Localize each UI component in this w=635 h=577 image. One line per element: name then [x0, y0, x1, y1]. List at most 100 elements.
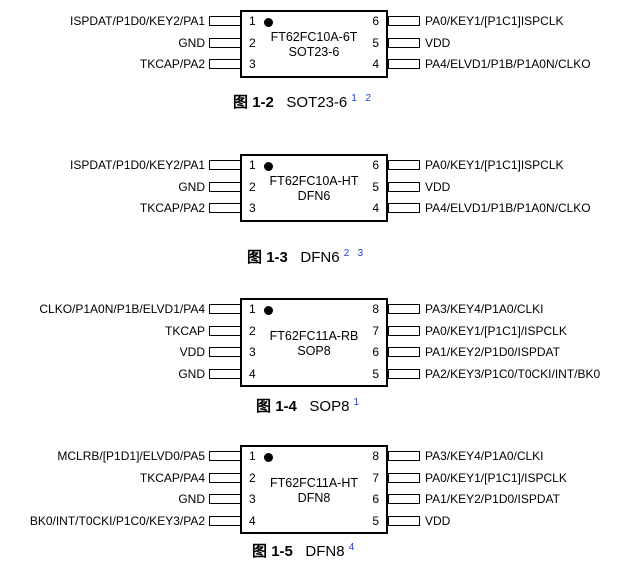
pin-number: 2: [249, 323, 256, 338]
figure-caption: 图 1-4 SOP8 1: [256, 397, 359, 416]
pin-number: 5: [372, 513, 379, 528]
pin1-dot-icon: [264, 162, 273, 171]
figure-number: 1-2: [252, 94, 274, 111]
pin-lead: [388, 325, 420, 336]
figure-title: DFN8: [305, 543, 345, 560]
pin-number: 7: [372, 323, 379, 338]
pin-label: TKCAP/PA2: [139, 201, 205, 215]
pin-number: 6: [372, 345, 379, 359]
pin-lead: [388, 59, 420, 69]
part-number: FT62FC11A-RB: [269, 328, 359, 343]
footnote-reference[interactable]: 2: [343, 248, 350, 259]
pin-lead: [209, 347, 241, 357]
pin-label: VDD: [425, 35, 451, 50]
pin-number: 8: [372, 302, 379, 316]
pin-label: VDD: [425, 179, 451, 194]
pin-lead: [209, 451, 241, 461]
pin-lead: [209, 181, 241, 192]
pin-label: PA4/ELVD1/P1B/P1A0N/CLKO: [425, 57, 591, 71]
pin-label: BK0/INT/T0CKI/P1C0/KEY3/PA2: [29, 513, 205, 528]
pin-lead: [388, 181, 420, 192]
figure-caption: 图 1-5 DFN8 4: [252, 542, 354, 561]
pin-lead: [209, 472, 241, 483]
figure-prefix: 图: [256, 397, 272, 415]
pin-label: PA0/KEY1/[P1C1]ISPCLK: [425, 14, 564, 28]
pin-lead: [209, 368, 241, 379]
footnote-reference[interactable]: 4: [348, 542, 355, 553]
pin-number: 5: [372, 179, 379, 194]
figure-caption: 图 1-3 DFN6 2 3: [247, 248, 363, 267]
pin-label: GND: [178, 492, 205, 506]
figure-number: 1-4: [275, 398, 297, 415]
pin-number: 6: [372, 158, 379, 172]
pin-label: GND: [178, 366, 205, 381]
figure-caption: 图 1-2 SOT23-6 1 2: [233, 93, 371, 112]
pin-label: TKCAP/PA2: [139, 57, 205, 71]
pin-label: PA0/KEY1/[P1C1]ISPCLK: [425, 158, 564, 172]
pin-lead: [388, 347, 420, 357]
pin-label: MCLRB/[P1D1]/ELVD0/PA5: [57, 449, 205, 463]
pin-number: 4: [372, 201, 379, 215]
figure-title: SOT23-6: [286, 94, 348, 111]
pin-label: GND: [178, 35, 205, 50]
pin-label: PA0/KEY1/[P1C1]/ISPCLK: [425, 470, 567, 485]
pin-lead: [209, 16, 241, 26]
footnote-reference[interactable]: 2: [365, 93, 371, 104]
footnote-reference[interactable]: 1: [353, 397, 360, 408]
package-name: SOT23-6: [288, 44, 340, 59]
pin-lead: [388, 203, 420, 213]
pin-label: ISPDAT/P1D0/KEY2/PA1: [70, 14, 205, 28]
pin-number: 2: [249, 470, 256, 485]
figure-prefix: 图: [252, 542, 268, 560]
package-name: SOP8: [297, 343, 331, 358]
pin-number: 4: [249, 366, 256, 381]
pin-label: VDD: [179, 345, 205, 359]
pin-label: PA1/KEY2/P1D0/ISPDAT: [425, 492, 560, 506]
pin-number: 2: [249, 179, 256, 194]
part-number: FT62FC10A-6T: [270, 29, 358, 44]
pin1-dot-icon: [264, 18, 273, 27]
pin-number: 3: [249, 57, 256, 71]
pin-number: 1: [249, 449, 256, 463]
pin-lead: [209, 203, 241, 213]
pin-lead: [209, 304, 241, 314]
package-name: DFN8: [297, 490, 331, 505]
pin-number: 8: [372, 449, 379, 463]
pin-lead: [209, 59, 241, 69]
pin-label: GND: [178, 179, 205, 194]
pin-lead: [388, 515, 420, 526]
pin-number: 1: [249, 14, 256, 28]
pin-number: 1: [249, 302, 256, 316]
pin-number: 3: [249, 345, 256, 359]
pin-number: 6: [372, 492, 379, 506]
pin-lead: [209, 515, 241, 526]
pin-number: 5: [372, 35, 379, 50]
package-name: DFN6: [297, 188, 331, 203]
footnote-reference[interactable]: 3: [357, 248, 364, 259]
pin-number: 4: [249, 513, 256, 528]
pin-lead: [209, 160, 241, 170]
pin-number: 1: [249, 158, 256, 172]
pin-label: PA0/KEY1/[P1C1]/ISPCLK: [425, 323, 567, 338]
pin-number: 2: [249, 35, 256, 50]
pin-lead: [388, 160, 420, 170]
pin-number: 4: [372, 57, 379, 71]
pin-lead: [388, 494, 420, 504]
footnote-reference[interactable]: 1: [351, 93, 357, 104]
figure-number: 1-5: [271, 543, 293, 560]
pin-label: VDD: [425, 513, 451, 528]
pin-label: TKCAP: [164, 323, 205, 338]
pin-label: ISPDAT/P1D0/KEY2/PA1: [70, 158, 205, 172]
pin-lead: [388, 451, 420, 461]
pin-lead: [388, 37, 420, 48]
pin-label: CLKO/P1A0N/P1B/ELVD1/PA4: [39, 302, 205, 316]
pin-number: 6: [372, 14, 379, 28]
figure-prefix: 图: [233, 93, 249, 111]
